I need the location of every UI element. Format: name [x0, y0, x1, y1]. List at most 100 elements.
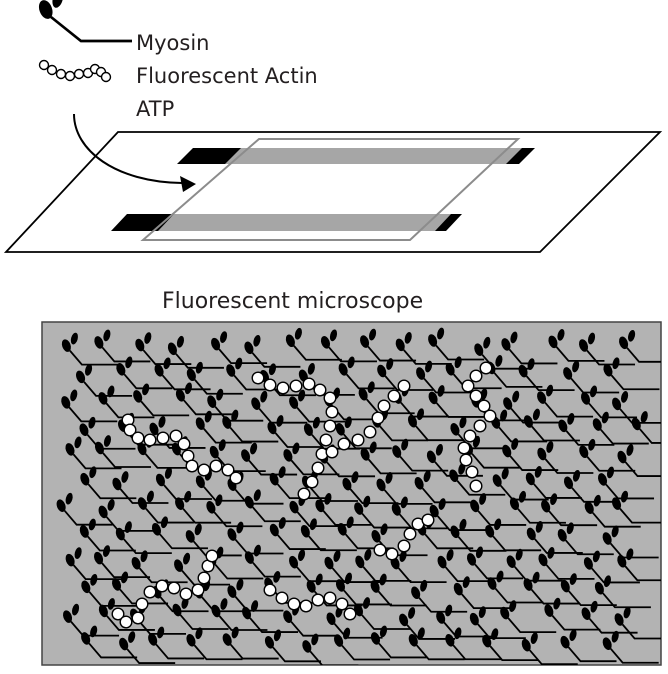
myosin-motor: [581, 600, 638, 634]
myosin-motor: [526, 521, 583, 554]
myosin-motor: [79, 518, 136, 552]
myosin-motor: [631, 411, 661, 444]
myosin-motor: [211, 331, 268, 365]
myosin-motor: [56, 492, 113, 526]
myosin-motor: [244, 334, 301, 368]
curved-arrow-icon: [73, 113, 196, 192]
myosin-motor: [399, 607, 456, 640]
myosin-motor: [206, 494, 263, 528]
myosin-motor: [81, 625, 138, 659]
myosin-motor: [428, 385, 485, 418]
actin-bead: [64, 70, 76, 82]
myosin-motor: [167, 335, 224, 369]
myosin-motor: [594, 575, 651, 609]
myosin-motor: [137, 490, 194, 524]
myosin-motor: [563, 469, 621, 503]
myosin-motor: [416, 360, 473, 394]
actin-label: Fluorescent Actin: [136, 64, 318, 88]
myosin-motor: [222, 409, 279, 443]
myosin-motor: [377, 358, 434, 391]
myosin-motor: [429, 498, 486, 531]
actin-bead: [73, 68, 85, 80]
myosin-motor: [453, 576, 510, 610]
actin-bead: [38, 59, 50, 71]
myosin-motor: [450, 518, 507, 552]
actin-filament-icon: [251, 371, 339, 501]
actin-filament-icon: [111, 549, 219, 629]
myosin-motor: [338, 356, 395, 390]
myosin-motor: [523, 571, 580, 605]
myosin-motor: [370, 573, 427, 607]
myosin-motor: [370, 625, 427, 659]
myosin-motor: [302, 633, 359, 665]
myosin-motor: [612, 391, 661, 424]
myosin-motor: [116, 356, 173, 390]
myosin-motor: [135, 332, 192, 365]
actin-bead: [46, 64, 58, 76]
myosin-motor: [395, 332, 452, 365]
myosin-motor: [411, 579, 468, 613]
myosin-motor: [334, 627, 391, 661]
microscope-title: Fluorescent microscope: [162, 289, 424, 314]
myosin-motor: [269, 466, 326, 500]
myosin-motor: [602, 630, 659, 664]
myosin-motor: [579, 332, 636, 366]
myosin-motor: [94, 545, 151, 579]
myosin-motor: [267, 415, 324, 448]
myosin-motor: [619, 329, 661, 363]
myosin-motor: [603, 357, 660, 391]
atp-label: ATP: [136, 97, 175, 121]
myosin-legend-icon-shape: [38, 0, 132, 43]
myosin-motor: [509, 490, 566, 524]
myosin-motor: [487, 570, 544, 604]
myosin-motor: [174, 552, 231, 586]
flow-chamber: [3, 131, 663, 253]
myosin-motor: [537, 384, 594, 418]
myosin-motor: [538, 547, 595, 580]
myosin-motor: [65, 436, 122, 470]
myosin-legend-icon: [38, 0, 132, 43]
myosin-motor: [408, 627, 465, 661]
myosin-motor: [500, 600, 557, 633]
myosin-motor: [98, 598, 155, 631]
channel-bottom: [158, 214, 451, 231]
myosin-motor: [437, 549, 494, 582]
myosin-motor: [61, 332, 118, 366]
myosin-motor: [283, 442, 340, 476]
myosin-motor: [98, 385, 155, 419]
actin-filament-icon: [121, 413, 243, 485]
actin-filament-icon: [263, 583, 357, 621]
myosin-motor: [523, 408, 580, 442]
myosin-motor: [580, 385, 638, 419]
myosin-motor: [151, 516, 208, 550]
myosin-motor: [242, 600, 299, 633]
myosin-motor: [360, 328, 417, 362]
myosin-motor: [560, 573, 617, 606]
actin-legend-icon: [38, 59, 112, 83]
myosin-motor: [436, 604, 493, 638]
actin-filaments: [111, 361, 497, 629]
myosin-label: Myosin: [136, 31, 210, 55]
myosin-motor: [614, 606, 661, 640]
myosin-motor: [466, 546, 524, 580]
myosin-motor: [407, 408, 464, 442]
myosin-motor: [557, 522, 614, 556]
myosin-motor: [597, 466, 655, 500]
myosin-motor: [149, 416, 206, 449]
myosin-motor: [324, 550, 381, 583]
myosin-motor: [521, 632, 578, 665]
myosin-motor: [300, 518, 357, 552]
myosin-motor: [244, 489, 301, 523]
myosin-motor: [617, 548, 661, 582]
myosin-motor: [485, 518, 542, 552]
myosin-motor: [470, 493, 527, 526]
myosin-motor: [186, 627, 243, 661]
myosin-motor: [285, 327, 342, 361]
myosin-motor: [611, 490, 661, 524]
myosin-motor: [560, 629, 617, 663]
myosin-motor: [428, 327, 485, 361]
myosin-motor: [112, 571, 169, 605]
myosin-motor: [544, 597, 601, 631]
